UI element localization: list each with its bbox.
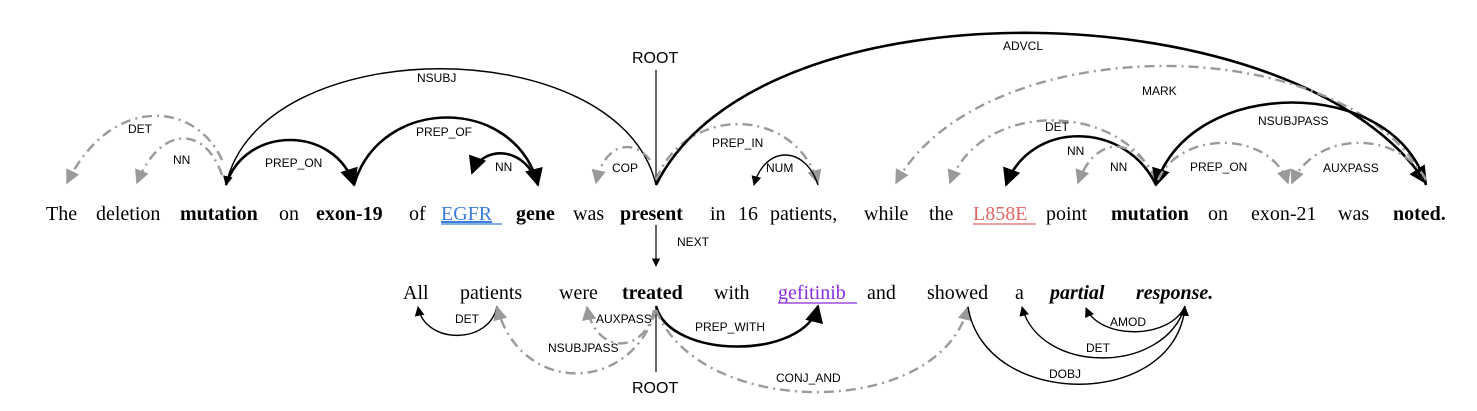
- sentence-2: All patients were treated with gefitinib…: [403, 282, 1213, 304]
- arc-label-nn-3: NN: [1067, 144, 1084, 158]
- word-point: point: [1046, 203, 1088, 225]
- arc-det-4: [1019, 305, 1186, 359]
- arc-prep-with: [654, 304, 823, 348]
- arc-label-nn-2: NN: [495, 160, 512, 174]
- sentence-2-arcs: DET NSUBJPASS AUXPASS PREP_WITH CONJ_AND…: [414, 304, 1190, 394]
- arc-label-prep-on-2: PREP_ON: [1190, 160, 1247, 174]
- arc-nn-2: [468, 152, 540, 186]
- sentence-1: The deletion mutation on exon-19 of EGFR…: [46, 203, 1446, 225]
- arc-nn-4: [1075, 145, 1158, 185]
- root-label-top: ROOT: [632, 50, 678, 67]
- arc-cop: [591, 145, 651, 185]
- arc-dobj: [967, 306, 1190, 385]
- word-all: All: [403, 282, 429, 304]
- word-partial: partial: [1048, 282, 1105, 304]
- arc-label-prep-of: PREP_OF: [416, 125, 472, 139]
- word-in: in: [710, 203, 726, 225]
- arc-label-nsubj: NSUBJ: [417, 71, 456, 85]
- arc-prep-in: [654, 123, 822, 185]
- arc-auxpass-1: [1290, 141, 1428, 185]
- arc-prep-on-2: [1156, 141, 1291, 185]
- entity-l858e-link[interactable]: L858E: [973, 203, 1027, 225]
- word-mutation: mutation: [180, 203, 258, 225]
- arc-nsubjpass: [1152, 101, 1428, 187]
- arc-label-det-4: DET: [1086, 341, 1111, 355]
- arc-label-nsubjpass: NSUBJPASS: [1258, 114, 1328, 128]
- word-mutation-2: mutation: [1111, 203, 1189, 225]
- word-was-2: was: [1338, 203, 1369, 225]
- arc-label-prep-on-1: PREP_ON: [265, 156, 322, 170]
- arc-det-3: [414, 305, 498, 337]
- arc-label-amod: AMOD: [1110, 315, 1146, 329]
- word-patients-2: patients: [460, 282, 522, 304]
- arc-auxpass-2: [582, 305, 656, 345]
- word-the: The: [46, 203, 77, 225]
- word-was: was: [573, 203, 604, 225]
- word-present: present: [620, 203, 683, 225]
- arc-label-advcl: ADVCL: [1003, 39, 1043, 53]
- word-of: of: [409, 203, 426, 225]
- word-deletion: deletion: [96, 203, 160, 225]
- word-a: a: [1015, 282, 1024, 304]
- arc-conj-and: [654, 305, 972, 394]
- word-16: 16: [738, 203, 758, 225]
- next-label: NEXT: [677, 235, 710, 249]
- arc-label-nsubjpass-2: NSUBJPASS: [548, 341, 618, 355]
- word-while: while: [864, 203, 909, 225]
- arc-label-num: NUM: [766, 161, 793, 175]
- arc-nn-1: [135, 137, 224, 185]
- arc-nsubj: [223, 68, 657, 186]
- word-patients: patients,: [770, 203, 837, 225]
- arc-label-nn-1: NN: [173, 153, 190, 167]
- entity-gefitinib-link[interactable]: gefitinib: [778, 282, 846, 304]
- arc-label-conj-and: CONJ_AND: [776, 371, 841, 385]
- arc-num: [751, 154, 819, 186]
- arc-label-prep-with: PREP_WITH: [695, 320, 765, 334]
- arc-nn-3: [1003, 134, 1158, 187]
- word-on: on: [279, 203, 299, 225]
- arc-prep-of: [352, 116, 543, 187]
- arc-label-det-1: DET: [128, 122, 153, 136]
- word-were: were: [559, 282, 598, 304]
- word-on-2: on: [1208, 203, 1228, 225]
- arc-label-auxpass-1: AUXPASS: [1323, 161, 1379, 175]
- arc-det-1: [65, 114, 224, 185]
- word-the-2: the: [929, 203, 954, 225]
- arc-det-2: [947, 119, 1158, 185]
- arc-mark: [894, 64, 1428, 185]
- root-label-bottom: ROOT: [632, 380, 678, 397]
- arc-amod: [1085, 305, 1186, 333]
- word-gene: gene: [516, 203, 555, 225]
- word-noted: noted.: [1393, 203, 1446, 225]
- entity-egfr-link[interactable]: EGFR: [441, 203, 493, 225]
- arc-label-cop: COP: [612, 161, 638, 175]
- arc-label-prep-in: PREP_IN: [712, 136, 763, 150]
- arc-label-nn-4: NN: [1110, 160, 1127, 174]
- arc-nsubjpass-2: [493, 305, 658, 375]
- word-and: and: [867, 282, 896, 304]
- word-treated: treated: [622, 282, 683, 304]
- word-with: with: [714, 282, 750, 304]
- arc-label-det-2: DET: [1045, 120, 1070, 134]
- arc-prep-on-1: [224, 138, 358, 187]
- word-response: response.: [1136, 282, 1213, 304]
- arc-label-dobj: DOBJ: [1049, 367, 1081, 381]
- arc-label-det-3: DET: [455, 312, 480, 326]
- word-exon-21: exon-21: [1251, 203, 1317, 225]
- arc-label-auxpass-2: AUXPASS: [596, 312, 652, 326]
- word-showed: showed: [927, 282, 988, 304]
- word-exon-19: exon-19: [316, 203, 383, 225]
- sentence-1-arcs: DET NN NSUBJ PREP_ON PREP_OF NN COP PREP…: [65, 31, 1428, 187]
- arc-label-mark: MARK: [1142, 84, 1177, 98]
